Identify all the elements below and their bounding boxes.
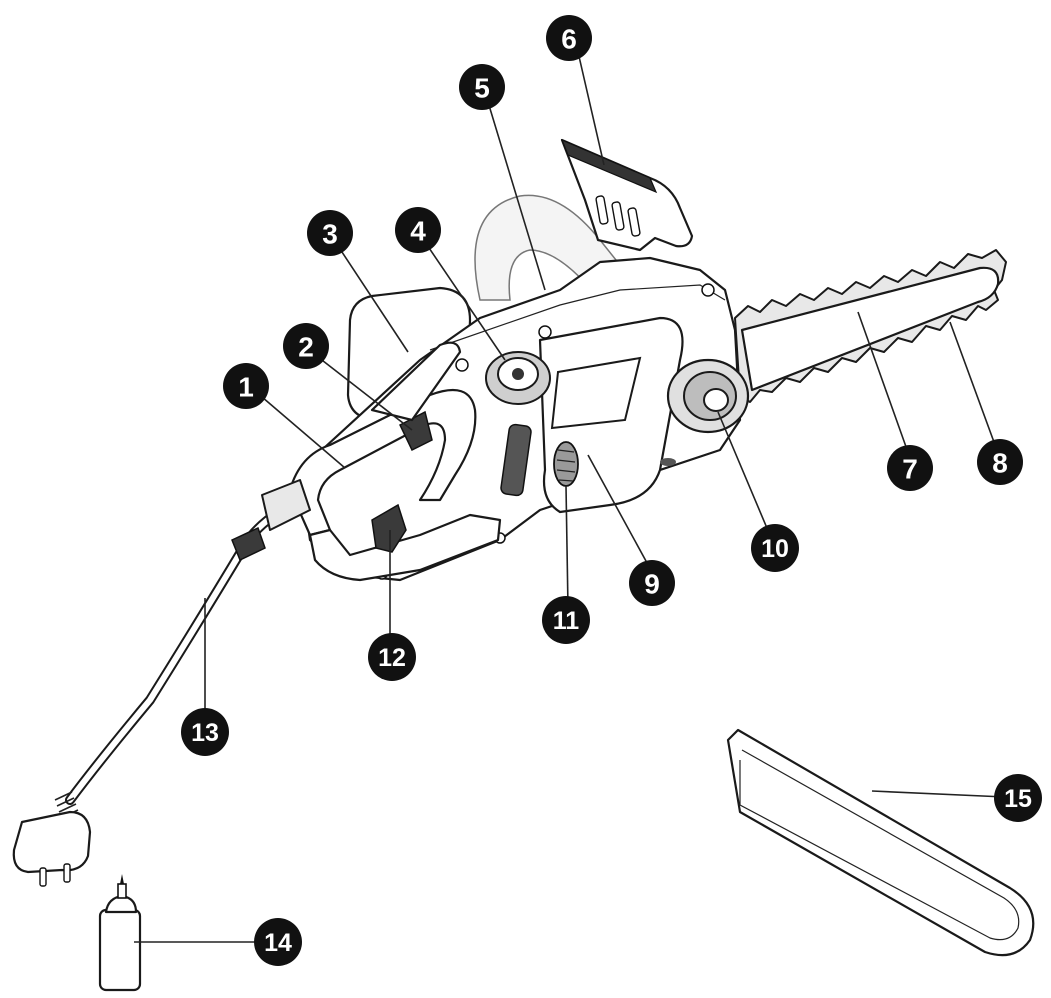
callout-15: 15 <box>994 774 1042 822</box>
chain-tension-knob[interactable] <box>666 358 750 434</box>
callout-7: 7 <box>887 445 933 491</box>
svg-text:10: 10 <box>761 535 789 563</box>
callout-1: 1 <box>223 363 269 409</box>
callout-markers: 1 2 3 4 5 6 7 8 <box>181 15 1042 966</box>
callout-12: 12 <box>368 633 416 681</box>
svg-text:8: 8 <box>992 448 1008 479</box>
svg-text:15: 15 <box>1004 785 1032 813</box>
on-off-trigger[interactable] <box>371 503 407 553</box>
leader-lines <box>134 51 1006 943</box>
svg-text:2: 2 <box>298 332 314 363</box>
oil-level-window <box>500 423 532 497</box>
svg-text:13: 13 <box>191 719 219 747</box>
callout-13: 13 <box>181 708 229 756</box>
chainsaw-body <box>298 256 750 582</box>
callout-14: 14 <box>254 918 302 966</box>
power-cord <box>12 479 311 887</box>
guide-bar-with-chain <box>734 249 1007 403</box>
callout-8: 8 <box>977 439 1023 485</box>
oil-bottle <box>98 874 142 992</box>
svg-text:1: 1 <box>238 372 254 403</box>
svg-text:3: 3 <box>322 219 338 250</box>
svg-text:11: 11 <box>553 607 580 635</box>
svg-text:14: 14 <box>264 929 292 957</box>
power-plug <box>12 810 92 874</box>
svg-text:4: 4 <box>410 216 426 247</box>
callout-10: 10 <box>751 524 799 572</box>
svg-text:12: 12 <box>378 644 406 672</box>
callout-2: 2 <box>283 323 329 369</box>
svg-text:5: 5 <box>474 73 490 104</box>
callout-5: 5 <box>459 64 505 110</box>
svg-text:6: 6 <box>561 24 577 55</box>
front-handle[interactable] <box>370 341 462 422</box>
spare-guide-bar <box>726 728 1035 957</box>
guide-bar <box>740 266 1000 392</box>
callout-6: 6 <box>546 15 592 61</box>
callout-3: 3 <box>307 210 353 256</box>
callout-11: 11 <box>542 596 590 644</box>
callout-4: 4 <box>395 207 441 253</box>
brake-lever-grip-ridges <box>560 138 658 194</box>
chain-tensioning-screw[interactable] <box>553 441 579 487</box>
lock-off-button[interactable] <box>399 410 433 452</box>
svg-text:9: 9 <box>644 569 660 600</box>
callout-9: 9 <box>629 560 675 606</box>
side-cover-window <box>550 356 642 430</box>
oil-tank-cap[interactable] <box>485 351 551 405</box>
chain-brake-lever[interactable] <box>560 138 694 252</box>
svg-text:7: 7 <box>902 454 918 485</box>
